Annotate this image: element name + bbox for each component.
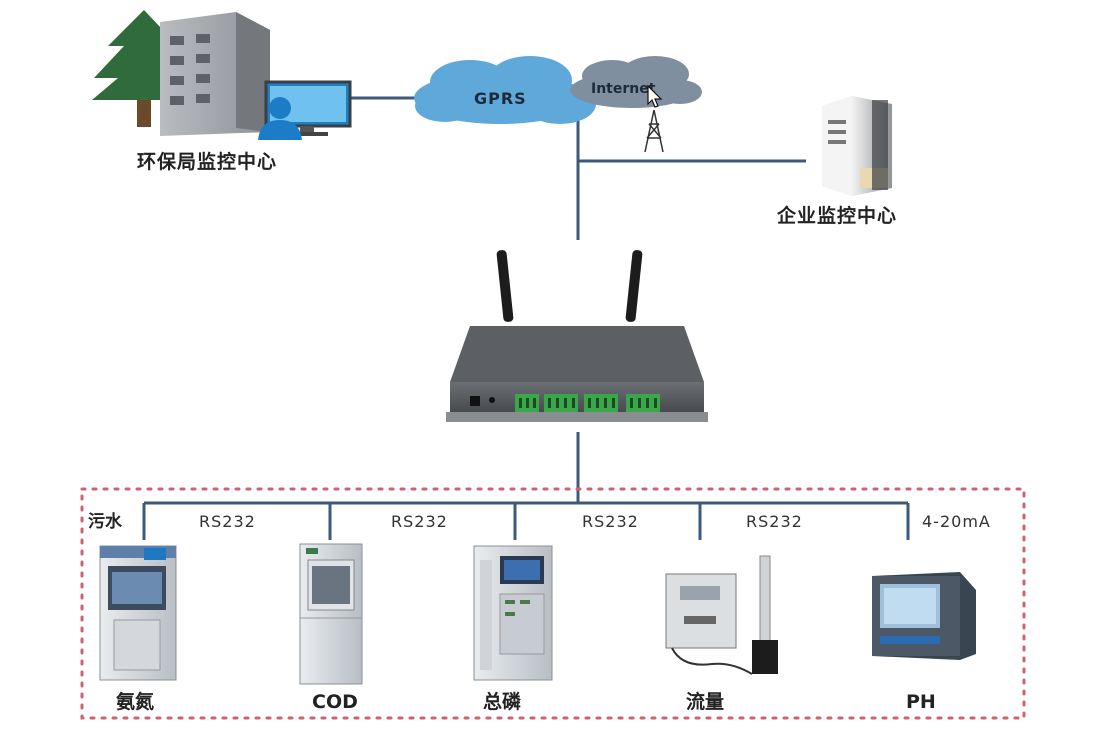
device-label-cod: COD xyxy=(312,691,358,713)
phosphorus-analyzer-icon xyxy=(473,545,553,681)
cursor-icon xyxy=(647,84,663,108)
server-icon xyxy=(822,96,892,196)
device-label-flow: 流量 xyxy=(686,690,724,713)
building-icon xyxy=(160,12,270,136)
field-boundary xyxy=(80,487,1026,720)
ammonia-analyzer-icon xyxy=(99,545,177,681)
link-label-3: RS232 xyxy=(582,512,639,531)
link-label-2: RS232 xyxy=(391,512,448,531)
flow-meter-icon xyxy=(665,555,778,675)
ph-meter-icon xyxy=(872,572,976,660)
enterprise-center-label: 企业监控中心 xyxy=(776,204,897,227)
cod-analyzer-icon xyxy=(299,543,363,685)
internet-label: Internet xyxy=(591,81,656,97)
gprs-cloud-icon xyxy=(414,56,596,124)
device-label-ph: PH xyxy=(906,691,936,713)
connection-lines xyxy=(142,96,910,540)
gprs-label: GPRS xyxy=(474,89,527,108)
link-label-4: RS232 xyxy=(746,512,803,531)
internet-cloud-icon xyxy=(570,56,702,108)
epa-center-icon xyxy=(92,10,352,140)
gateway-icon xyxy=(446,250,708,422)
link-label-1: RS232 xyxy=(199,512,256,531)
link-label-5: 4-20mA xyxy=(922,512,991,531)
user-icon xyxy=(258,97,302,140)
epa-center-label: 环保局监控中心 xyxy=(137,150,277,173)
antenna-tower-icon xyxy=(644,109,664,153)
device-label-ammonia: 氨氮 xyxy=(116,690,154,713)
device-label-phosphorus: 总磷 xyxy=(483,690,521,713)
sewage-label: 污水 xyxy=(88,511,123,532)
